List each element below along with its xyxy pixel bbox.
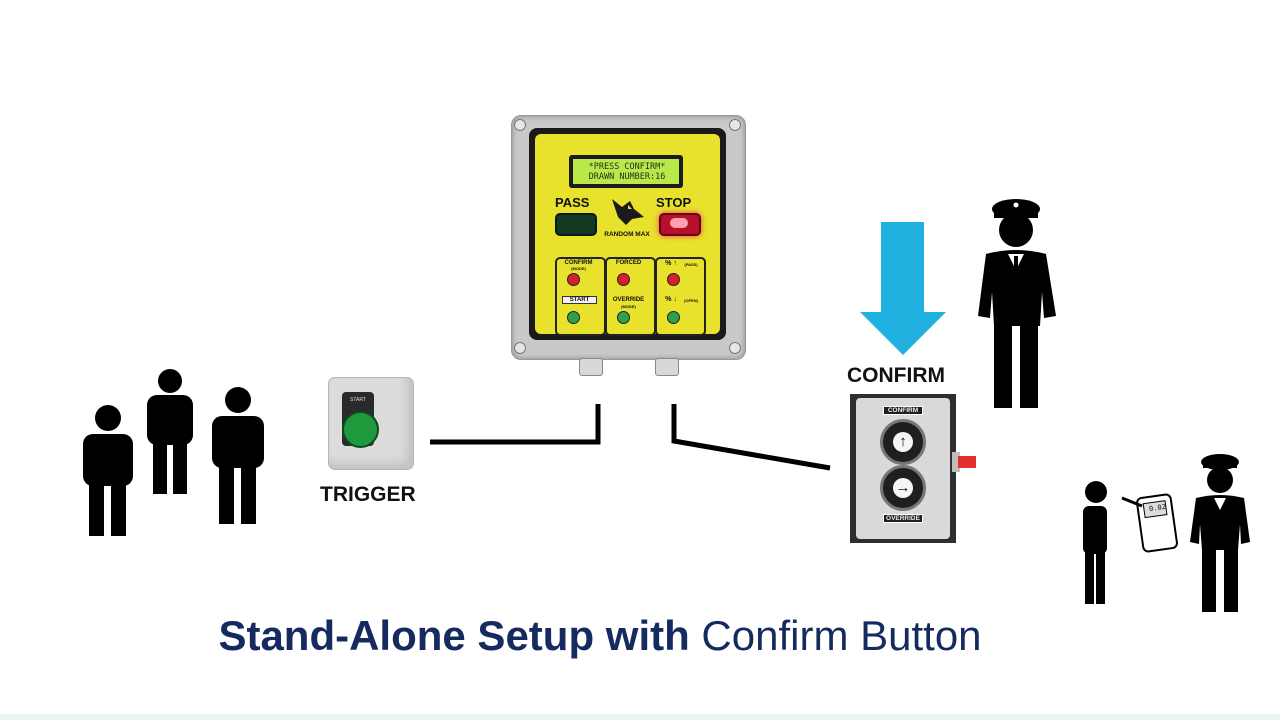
arrow-right-icon: → [893,478,913,498]
lcd-line-1: *PRESS CONFIRM* [577,162,677,172]
panel-middle-top-label: FORCED [607,260,650,266]
confirm-up-button[interactable]: ↑ [880,419,926,465]
trigger-green-button[interactable] [342,411,379,448]
cable-gland-right [655,358,679,376]
start-led [567,311,580,324]
trigger-label: TRIGGER [320,483,416,507]
panel-right-bottom-sub: (OPEN) [682,298,700,303]
override-led [617,311,630,324]
confirm-wire [674,404,830,468]
trigger-start-text: START [344,397,372,403]
title-bold: Stand-Alone Setup with [218,612,689,659]
confirm-right-button[interactable]: → [880,465,926,511]
dog-logo-icon [604,195,650,231]
screw-icon [729,119,741,131]
panel-middle-bottom-label: OVERRIDE [607,297,650,303]
stop-lamp-glow [670,218,688,228]
panel-right-top-label: % ↑ [657,260,685,267]
title-regular: Confirm Button [701,612,981,659]
screw-icon [514,342,526,354]
stop-label: STOP [656,195,691,210]
forced-led [617,273,630,286]
bottom-strip [0,714,1280,720]
panel-middle-bottom-sub: (MODE) [607,304,650,309]
panel-right-top-sub: (PASS) [682,262,700,267]
arrow-up-icon: ↑ [893,432,913,452]
breath-test-scene-icon [1078,450,1254,616]
percent-up-led [667,273,680,286]
percent-down-led [667,311,680,324]
security-guard-icon [976,196,1060,412]
screw-icon [729,342,741,354]
trigger-wire [430,404,598,442]
page-title: Stand-Alone Setup with Confirm Button [0,612,1200,660]
panel-left-bottom-label: START [562,296,597,304]
override-tag: OVERRIDE [883,514,923,523]
cable-gland-left [579,358,603,376]
confirm-led [567,273,580,286]
pass-label: PASS [555,195,589,210]
confirm-tag: CONFIRM [883,406,923,415]
pass-lamp [555,213,597,236]
brand-text: RANDOM MAX [604,231,650,238]
confirm-label: CONFIRM [847,364,945,388]
screw-icon [514,119,526,131]
lcd-line-2: DRAWN NUMBER:16 [577,172,677,182]
panel-right-bottom-label: % ↓ [657,296,685,303]
panel-left-top-sub: (MODE) [557,266,600,271]
red-knob[interactable] [958,456,976,468]
group-of-people-icon [75,368,275,540]
confirm-arrow [860,222,946,355]
